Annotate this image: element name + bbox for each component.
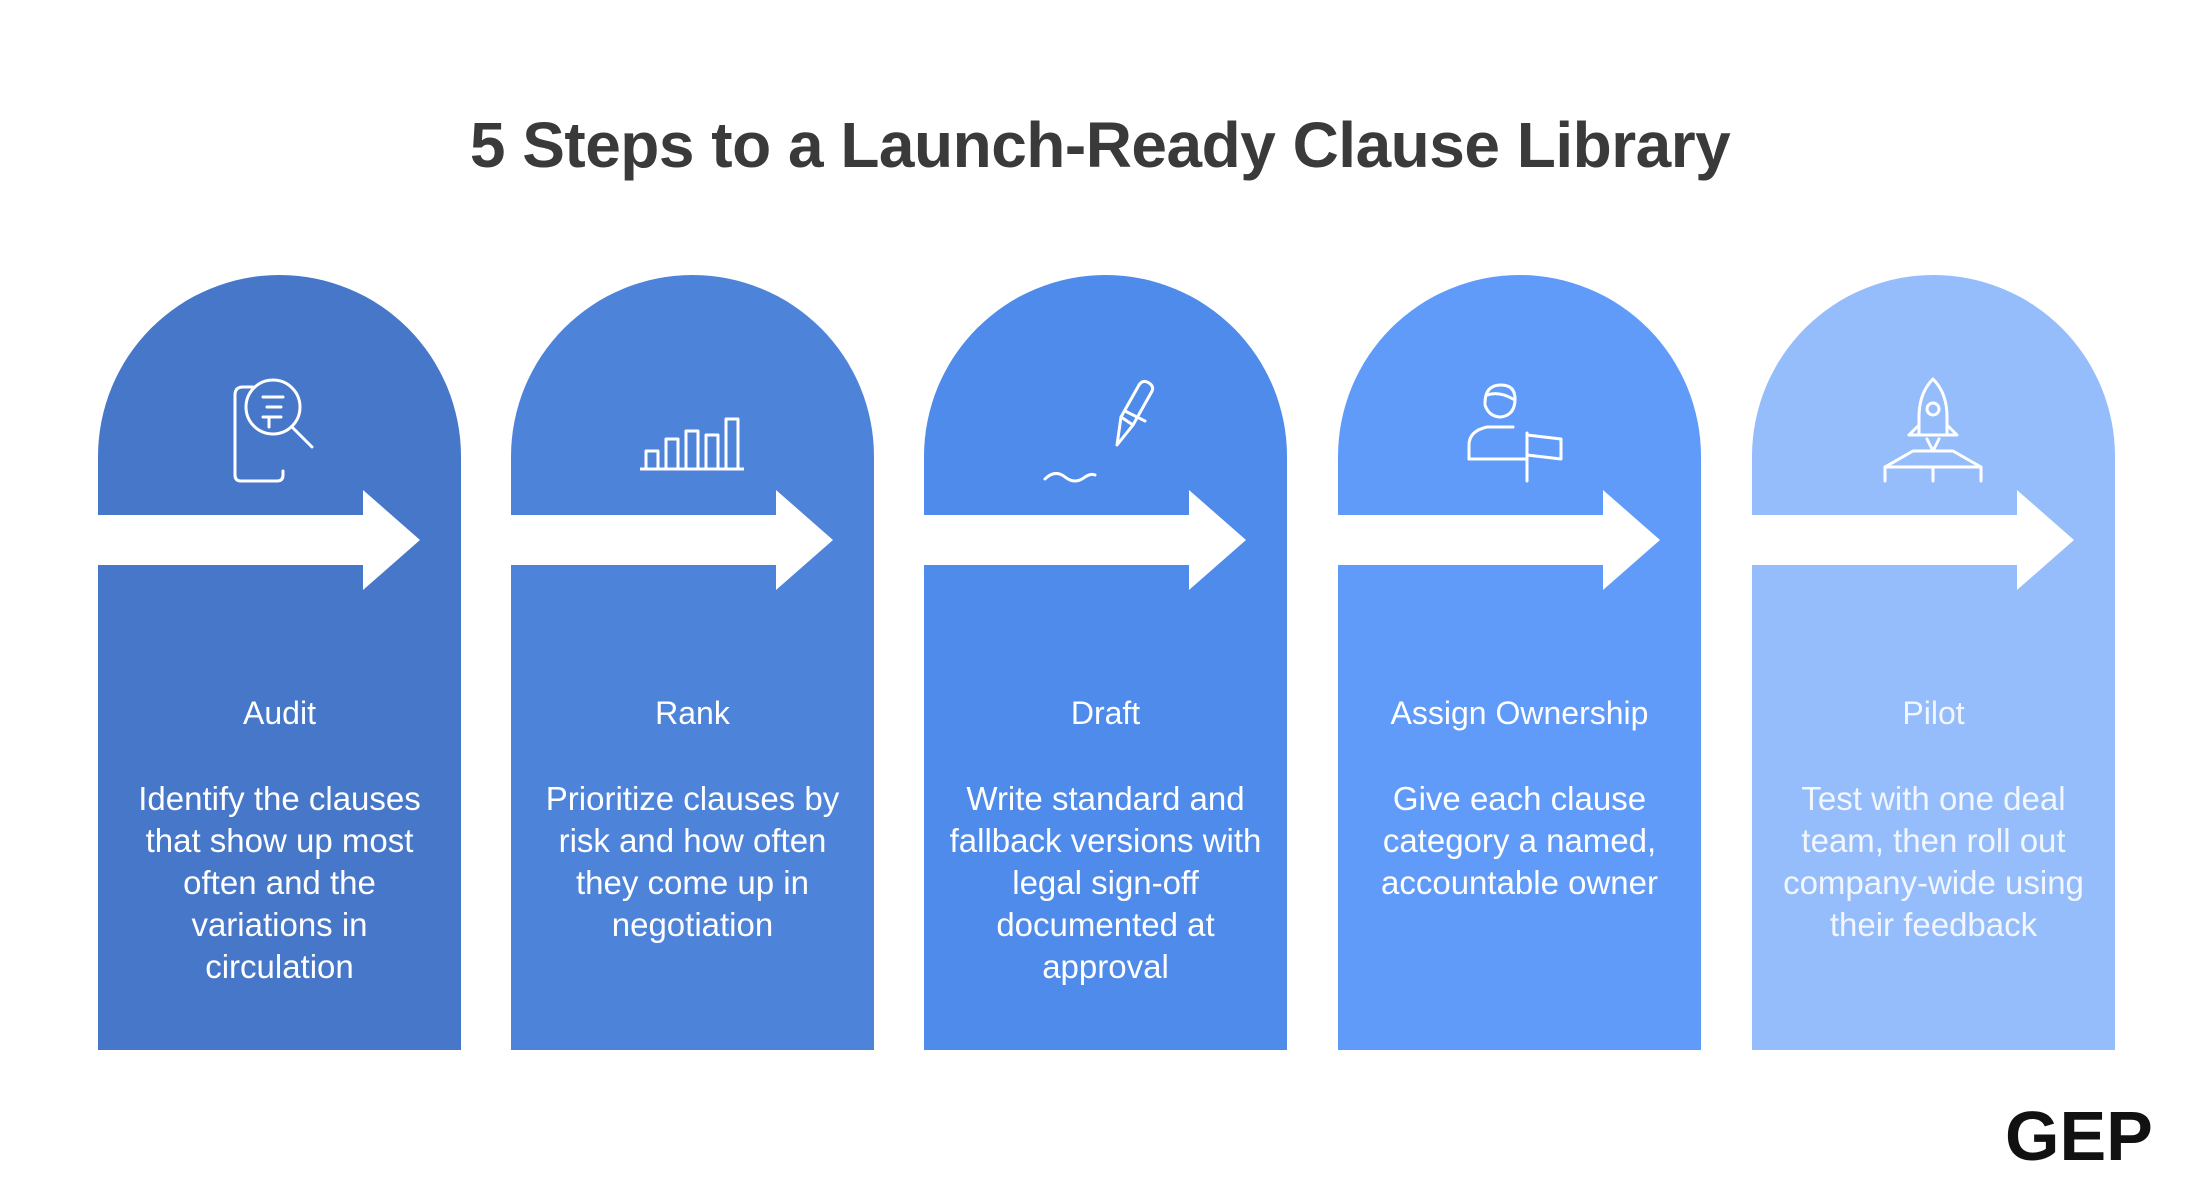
document-search-icon [233,378,314,483]
rocket-launch-icon [1883,377,1983,483]
arrow-right-icon [98,490,420,590]
arrow-right-icon [1338,490,1660,590]
gep-logo: GEP [2005,1100,2153,1170]
step-description: Test with one deal team, then roll out c… [1783,780,2084,943]
step-title: Assign Ownership [1390,695,1649,731]
step-description: Identify the clauses that show up most o… [138,780,421,985]
bar-chart-icon [640,417,744,471]
arrow-right-icon [1752,490,2074,590]
arrow-right-icon [511,490,833,590]
pen-signature-icon [1043,379,1155,483]
arrow-right-icon [924,490,1246,590]
step-card-draft: Draft Write standard and fallback versio… [924,275,1287,1050]
step-description: Give each clause category a named, accou… [1380,780,1659,901]
step-card-rank: Rank Prioritize clauses by risk and how … [511,275,874,1050]
step-card-pilot: Pilot Test with one deal team, then roll… [1752,275,2115,1050]
step-title: Rank [655,695,730,731]
step-title: Draft [1070,695,1141,731]
logo-text: GEP [2005,1100,2153,1170]
step-title: Pilot [1902,695,1965,731]
person-flag-icon [1467,383,1563,483]
step-card-audit: Audit Identify the clauses that show up … [98,275,461,1050]
page-title: 5 Steps to a Launch-Ready Clause Library [469,109,1731,181]
step-title: Audit [243,695,316,731]
step-card-assign-ownership: Assign Ownership Give each clause catego… [1338,275,1701,1050]
step-description: Prioritize clauses by risk and how often… [545,780,840,943]
step-description: Write standard and fallback versions wit… [949,780,1262,985]
